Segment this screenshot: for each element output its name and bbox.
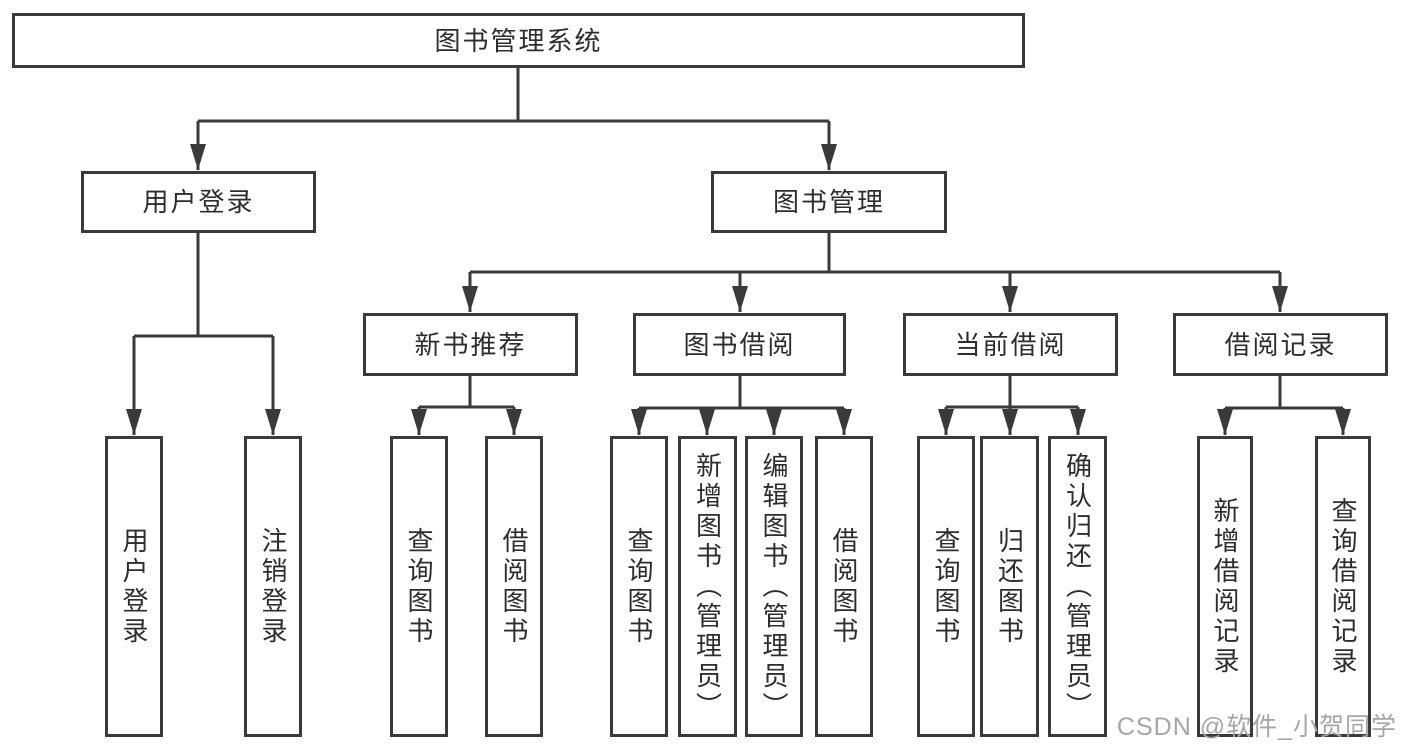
- leaf-add-books-admin: 新增图书（管理员）: [678, 436, 737, 737]
- node-label: 借阅记录: [1224, 329, 1337, 360]
- node-label: 编辑图书（管理员）: [759, 451, 789, 722]
- node-borrow-records: 借阅记录: [1173, 313, 1388, 376]
- leaf-confirm-return-admin: 确认归还（管理员）: [1048, 436, 1107, 737]
- node-label: 图书管理系统: [434, 25, 603, 56]
- leaf-edit-books-admin: 编辑图书（管理员）: [745, 436, 803, 737]
- node-label: 归还图书: [994, 526, 1025, 647]
- node-label: 查询借阅记录: [1328, 496, 1358, 677]
- node-label: 注销登录: [258, 526, 288, 647]
- node-label: 图书借阅: [683, 329, 796, 360]
- node-label: 查询图书: [931, 526, 961, 647]
- node-book-management: 图书管理: [711, 171, 947, 233]
- leaf-add-borrow-record: 新增借阅记录: [1197, 436, 1253, 737]
- leaf-borrow-books-recommend: 借阅图书: [485, 436, 543, 737]
- leaf-return-books: 归还图书: [980, 436, 1039, 737]
- node-label: 查询图书: [624, 526, 654, 647]
- node-label: 借阅图书: [499, 526, 529, 647]
- node-root: 图书管理系统: [12, 13, 1025, 68]
- node-label: 新增借阅记录: [1210, 496, 1240, 677]
- leaf-user-login: 用户登录: [105, 436, 163, 737]
- node-current-borrow: 当前借阅: [903, 313, 1118, 376]
- node-label: 借阅图书: [829, 526, 859, 647]
- leaf-query-borrow-record: 查询借阅记录: [1315, 436, 1371, 737]
- leaf-borrow-books: 借阅图书: [815, 436, 873, 737]
- leaf-query-books-recommend: 查询图书: [390, 436, 448, 737]
- node-label: 用户登录: [119, 526, 149, 647]
- node-label: 新书推荐: [414, 329, 527, 360]
- leaf-query-books-current: 查询图书: [917, 436, 975, 737]
- node-label: 用户登录: [142, 187, 255, 217]
- leaf-query-books-borrow: 查询图书: [610, 436, 668, 737]
- node-label: 图书管理: [772, 187, 885, 217]
- node-label: 当前借阅: [954, 329, 1067, 360]
- node-label: 查询图书: [404, 526, 434, 647]
- node-user-login: 用户登录: [81, 171, 316, 233]
- node-book-borrow: 图书借阅: [633, 313, 846, 376]
- leaf-logout: 注销登录: [244, 436, 302, 737]
- node-new-book-recommend: 新书推荐: [363, 313, 578, 376]
- watermark: CSDN @软件_小贺同学: [1116, 713, 1397, 741]
- node-label: 确认归还（管理员）: [1062, 451, 1093, 722]
- connector-trunks: [134, 68, 1343, 410]
- node-label: 新增图书（管理员）: [692, 451, 723, 722]
